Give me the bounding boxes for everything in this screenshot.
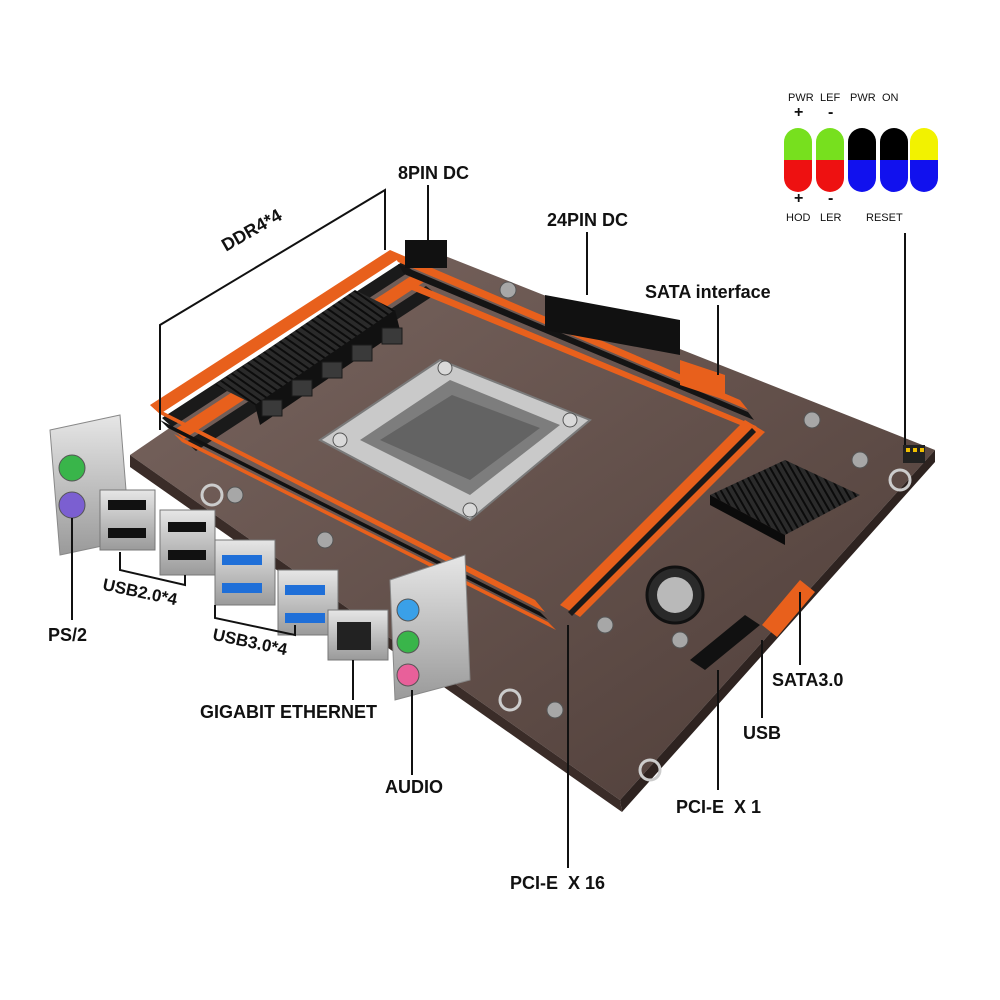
fp-sign-plus-bottom: +: [794, 190, 804, 207]
pcie-x16-slot: [560, 420, 765, 617]
fp-pin-top-5: [910, 128, 938, 160]
fp-label-ler: LER: [820, 212, 842, 224]
chipset-heatsink: [710, 460, 860, 535]
front-panel-legend: PWR LEF PWR ON + - + - HOD LER RESET: [784, 90, 944, 230]
pcb-board: [130, 250, 935, 800]
fp-label-hod: HOD: [786, 212, 811, 224]
fp-pin-column-5: [910, 128, 938, 192]
label-pcie-x16: PCI-E X 16: [510, 873, 606, 893]
fp-pin-bottom-4: [880, 160, 908, 192]
fp-pin-bottom-1: [784, 160, 812, 192]
fp-pin-top-1: [784, 128, 812, 160]
mounting-holes: [200, 468, 912, 782]
fp-label-pwr-on-1: PWR: [850, 92, 876, 104]
label-pcie-x1: PCI-E X 1: [676, 797, 762, 817]
fp-sign-minus-bottom: -: [828, 190, 834, 207]
fp-pin-column-2: [816, 128, 844, 192]
pcie-x1-slot: [690, 615, 760, 670]
fp-sign-plus-top: +: [794, 104, 804, 121]
capacitors: [226, 281, 869, 719]
vrm-chokes: [261, 327, 403, 417]
label-audio: AUDIO: [385, 777, 443, 797]
24pin-connector: [545, 295, 680, 355]
label-usb: USB: [743, 723, 782, 743]
fp-label-lef: LEF: [820, 92, 841, 104]
label-sata-interface: SATA interface: [645, 282, 771, 302]
fp-pin-top-2: [816, 128, 844, 160]
fp-pin-bottom-5: [910, 160, 938, 192]
label-gigabit-ethernet: GIGABIT ETHERNET: [200, 702, 378, 722]
fp-label-pwr-on-2: ON: [882, 92, 899, 104]
io-panel: [49, 414, 471, 701]
8pin-connector: [405, 240, 447, 268]
fp-pin-bottom-2: [816, 160, 844, 192]
sata-connector: [680, 360, 725, 400]
fp-pin-column-1: [784, 128, 812, 192]
label-ps2: PS/2: [48, 625, 88, 645]
label-sata3: SATA3.0: [772, 670, 844, 690]
fp-pin-column-4: [880, 128, 908, 192]
fp-label-reset: RESET: [866, 212, 903, 224]
fp-pin-column-3: [848, 128, 876, 192]
label-24pin-dc: 24PIN DC: [547, 210, 629, 230]
cpu-socket: [318, 358, 592, 522]
fp-pin-top-4: [880, 128, 908, 160]
label-8pin-dc: 8PIN DC: [398, 163, 470, 183]
fp-pin-top-3: [848, 128, 876, 160]
sata3-connector: [762, 580, 815, 637]
leader-lines: [71, 185, 906, 868]
vrm-heatsink: [215, 290, 395, 405]
fp-pin-bottom-3: [848, 160, 876, 192]
front-panel-header: [903, 445, 925, 463]
fp-label-pwr-top: PWR: [788, 92, 814, 104]
fp-sign-minus-top: -: [828, 104, 834, 121]
